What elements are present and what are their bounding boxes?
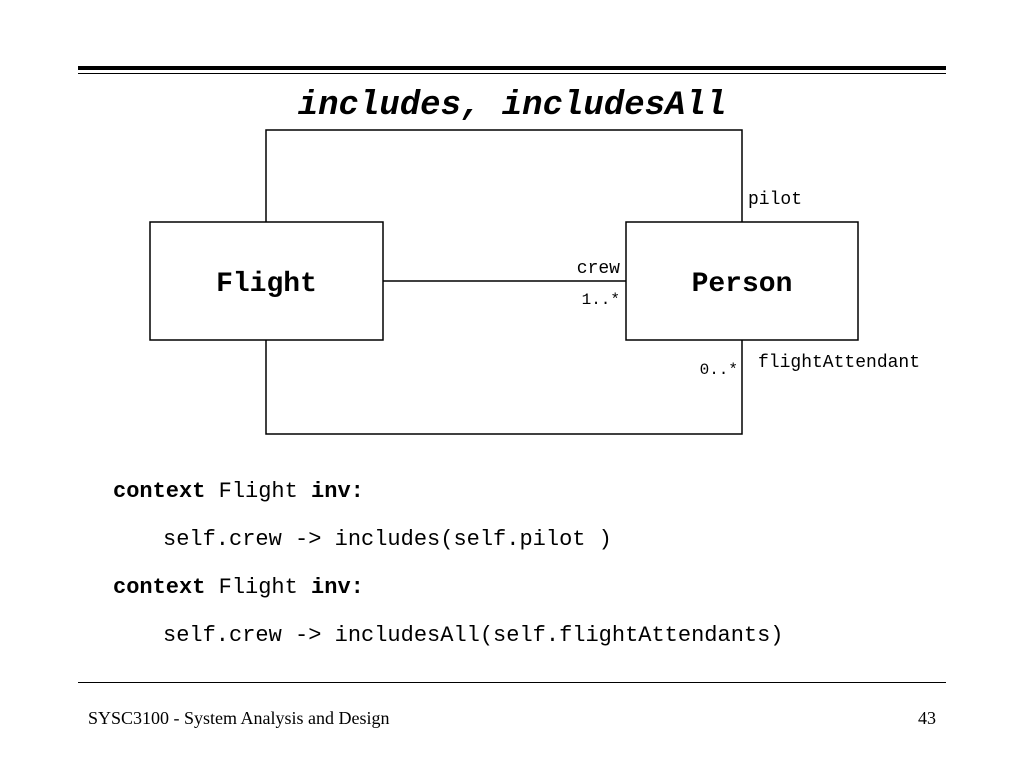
inv-keyword: inv <box>311 575 351 600</box>
top-rule-thick <box>78 66 946 70</box>
constraint-1-expression: self.crew -> includes(self.pilot ) <box>163 527 612 552</box>
context-keyword: context <box>113 479 206 504</box>
flight-attendant-role-label: flightAttendant <box>758 353 920 373</box>
context-keyword: context <box>113 575 206 600</box>
constraint-1-context-line: context Flight inv: <box>113 478 364 506</box>
context-class-name: Flight <box>218 575 298 600</box>
crew-multiplicity-label: 1..* <box>582 291 620 309</box>
flight-class-name: Flight <box>216 269 317 300</box>
inv-colon: : <box>350 479 364 504</box>
inv-keyword: inv <box>311 479 351 504</box>
person-class-name: Person <box>692 269 793 300</box>
footer-rule <box>78 682 946 683</box>
pilot-role-label: pilot <box>748 190 802 210</box>
person-class-box <box>625 221 859 341</box>
footer-course-title: SYSC3100 - System Analysis and Design <box>88 708 390 728</box>
crew-role-label: crew <box>577 259 620 279</box>
flight-attendant-multiplicity-label: 0..* <box>700 361 738 379</box>
top-rule-thin <box>78 73 946 74</box>
pilot-association-line <box>265 129 743 222</box>
flight-attendant-association-line <box>265 340 743 435</box>
inv-colon: : <box>350 575 364 600</box>
constraint-2-context-line: context Flight inv: <box>113 574 364 602</box>
constraint-2-expression: self.crew -> includesAll(self.flightAtte… <box>163 623 784 648</box>
slide-title: includes, includesAll <box>297 87 727 125</box>
flight-class-box <box>149 221 384 341</box>
footer-page-number: 43 <box>918 708 936 728</box>
context-class-name: Flight <box>218 479 298 504</box>
